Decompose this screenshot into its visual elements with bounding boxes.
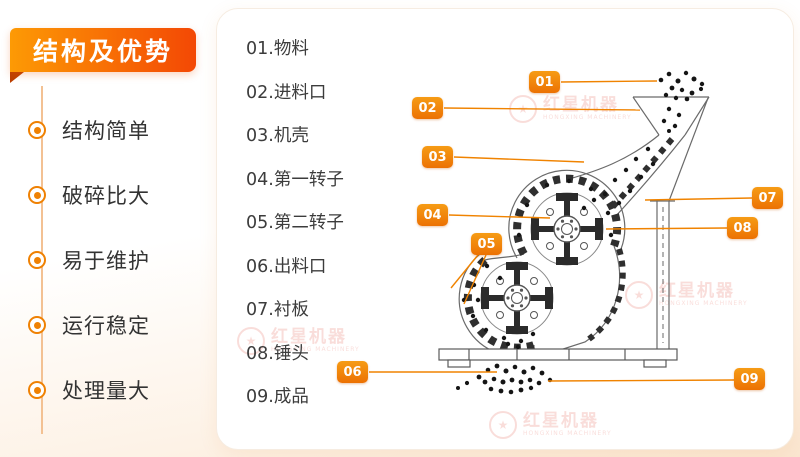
- advantage-item: 结构简单: [28, 115, 150, 145]
- brand-name: 红星机器: [659, 280, 735, 301]
- advantage-item: 破碎比大: [28, 180, 150, 210]
- part-item: 09.成品: [246, 387, 309, 408]
- callout-lines: [369, 80, 753, 382]
- gear-logo-icon: ★: [237, 327, 265, 355]
- part-item: 08.锤头: [246, 343, 309, 364]
- part-item: 02.进料口: [246, 82, 327, 103]
- brand-name: 红星机器: [523, 410, 599, 431]
- callout-badge-09: 09: [734, 368, 765, 390]
- part-item: 03.机壳: [246, 126, 309, 147]
- advantage-item: 易于维护: [28, 245, 150, 275]
- advantage-item: 处理量大: [28, 375, 150, 405]
- part-item: 07.衬板: [246, 300, 309, 321]
- brand-subname: HONGXING MACHINERY: [523, 430, 612, 438]
- product-particles: [456, 341, 553, 395]
- gear-logo-icon: ★: [509, 95, 537, 123]
- gear-logo-icon: ★: [625, 281, 653, 309]
- brand-name: 红星机器: [543, 94, 619, 115]
- brand-subname: HONGXING MACHINERY: [543, 114, 632, 122]
- advantage-label: 结构简单: [62, 119, 150, 143]
- bullet-target-icon: [28, 121, 46, 139]
- part-item: 06.出料口: [246, 256, 327, 277]
- callout-badge-01: 01: [529, 71, 560, 93]
- casing-outline: [458, 97, 709, 358]
- callout-badge-07: 07: [752, 187, 783, 209]
- part-item: 01.物料: [246, 39, 309, 60]
- advantage-label: 易于维护: [62, 249, 150, 273]
- advantage-label: 处理量大: [62, 379, 150, 403]
- right-wall: [650, 200, 675, 349]
- machine-base: [438, 348, 678, 368]
- brand-subname: HONGXING MACHINERY: [271, 346, 360, 354]
- parts-list: 01.物料 02.进料口 03.机壳 04.第一转子 05.第二转子 06.出料…: [246, 26, 344, 418]
- brand-subname: HONGXING MACHINERY: [659, 300, 748, 308]
- bullet-target-icon: [28, 186, 46, 204]
- part-item: 05.第二转子: [246, 213, 344, 234]
- gear-logo-icon: ★: [489, 411, 517, 439]
- section-title: 结构及优势: [32, 37, 173, 66]
- callout-badge-03: 03: [422, 146, 453, 168]
- callout-badge-04: 04: [417, 204, 448, 226]
- banner-fold: [10, 72, 24, 83]
- feed-hopper: [632, 96, 710, 136]
- callout-badge-06: 06: [337, 361, 368, 383]
- callout-badge-02: 02: [412, 97, 443, 119]
- first-rotor: [530, 192, 604, 266]
- second-rotor: [480, 261, 554, 335]
- callout-badge-05: 05: [471, 233, 502, 255]
- callout-badge-08: 08: [727, 217, 758, 239]
- brand-name: 红星机器: [271, 326, 347, 347]
- advantage-label: 运行稳定: [62, 314, 150, 338]
- section-title-banner: 结构及优势: [10, 28, 196, 72]
- bullet-target-icon: [28, 251, 46, 269]
- bullet-target-icon: [28, 316, 46, 334]
- advantage-label: 破碎比大: [62, 184, 150, 208]
- advantage-item: 运行稳定: [28, 310, 150, 340]
- part-item: 04.第一转子: [246, 169, 344, 190]
- bullet-target-icon: [28, 381, 46, 399]
